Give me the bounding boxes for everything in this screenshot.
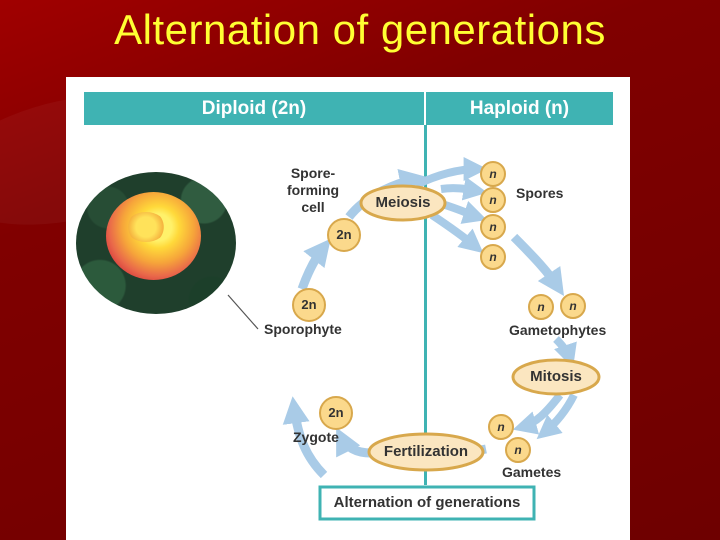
ploidy-label: n [489,220,497,234]
cell-n-gamete-2: n [505,437,531,463]
arrow-spores-to-gametophytes [510,233,564,296]
ploidy-label: 2n [328,405,344,420]
diagram-svg [227,157,601,521]
ploidy-label: 2n [336,227,352,242]
spore-forming-cell-label: Spore- forming cell [278,165,348,216]
cell-2n-zygote: 2n [319,396,353,430]
cell-n-spore-2: n [480,187,506,213]
ploidy-label: n [569,299,577,313]
ploidy-label: n [489,250,497,264]
spore-forming-cell-line-3: cell [301,199,325,215]
mitosis-label: Mitosis [530,368,582,385]
zygote-label: Zygote [293,429,339,445]
spore-forming-cell-line-2: forming [286,182,340,198]
arrow-fertilization-to-zygote [336,427,372,458]
ploidy-divider-line [424,125,427,485]
cell-2n-sporophyte: 2n [292,288,326,322]
arrow-gametophytes-to-mitosis [553,336,577,369]
ploidy-label: n [514,443,522,457]
meiosis-label: Meiosis [375,194,431,211]
header-divider [424,92,426,125]
cell-n-spore-3: n [480,214,506,240]
spore-forming-cell-line-1: Spore- [290,165,336,181]
gametes-label: Gametes [502,464,562,480]
arrow-meiosis-spore1 [414,157,488,189]
cell-2n-spore-cell: 2n [327,218,361,252]
spores-label: Spores [516,185,564,201]
rose-center [126,212,166,242]
cell-n-spore-4: n [480,244,506,270]
ploidy-label: 2n [301,297,317,312]
ploidy-label: n [489,193,497,207]
cell-n-gamete-1: n [488,414,514,440]
fertilization-oval [367,432,485,472]
diploid-header: Diploid (2n) [84,92,424,125]
cell-n-gametophyte-2: n [560,293,586,319]
rose-photo [76,172,236,314]
mitosis-oval [511,358,601,396]
ploidy-label: n [497,420,505,434]
arrow-sporophyte-to-sporecell [297,238,331,291]
ploidy-label: n [537,300,545,314]
gametophytes-label: Gametophytes [509,322,607,338]
caption-box [318,485,536,521]
pointer-line [227,294,259,330]
diagram-panel: Diploid (2n) Haploid (n) [66,77,630,540]
haploid-header: Haploid (n) [426,92,613,125]
sporophyte-label: Sporophyte [264,321,342,337]
ploidy-label: n [489,167,497,181]
caption-text: Alternation of generations [333,494,521,511]
arrow-meiosis-spore2 [440,176,488,201]
meiosis-oval [359,184,447,222]
arrow-zygote-to-sporophyte [282,396,328,479]
cell-n-gametophyte-1: n [528,294,554,320]
arrow-mitosis-gamete2 [536,393,578,440]
arrow-meiosis-spore4 [429,211,484,254]
cell-n-spore-1: n [480,161,506,187]
fertilization-label: Fertilization [383,443,469,460]
slide-title: Alternation of generations [114,6,606,53]
